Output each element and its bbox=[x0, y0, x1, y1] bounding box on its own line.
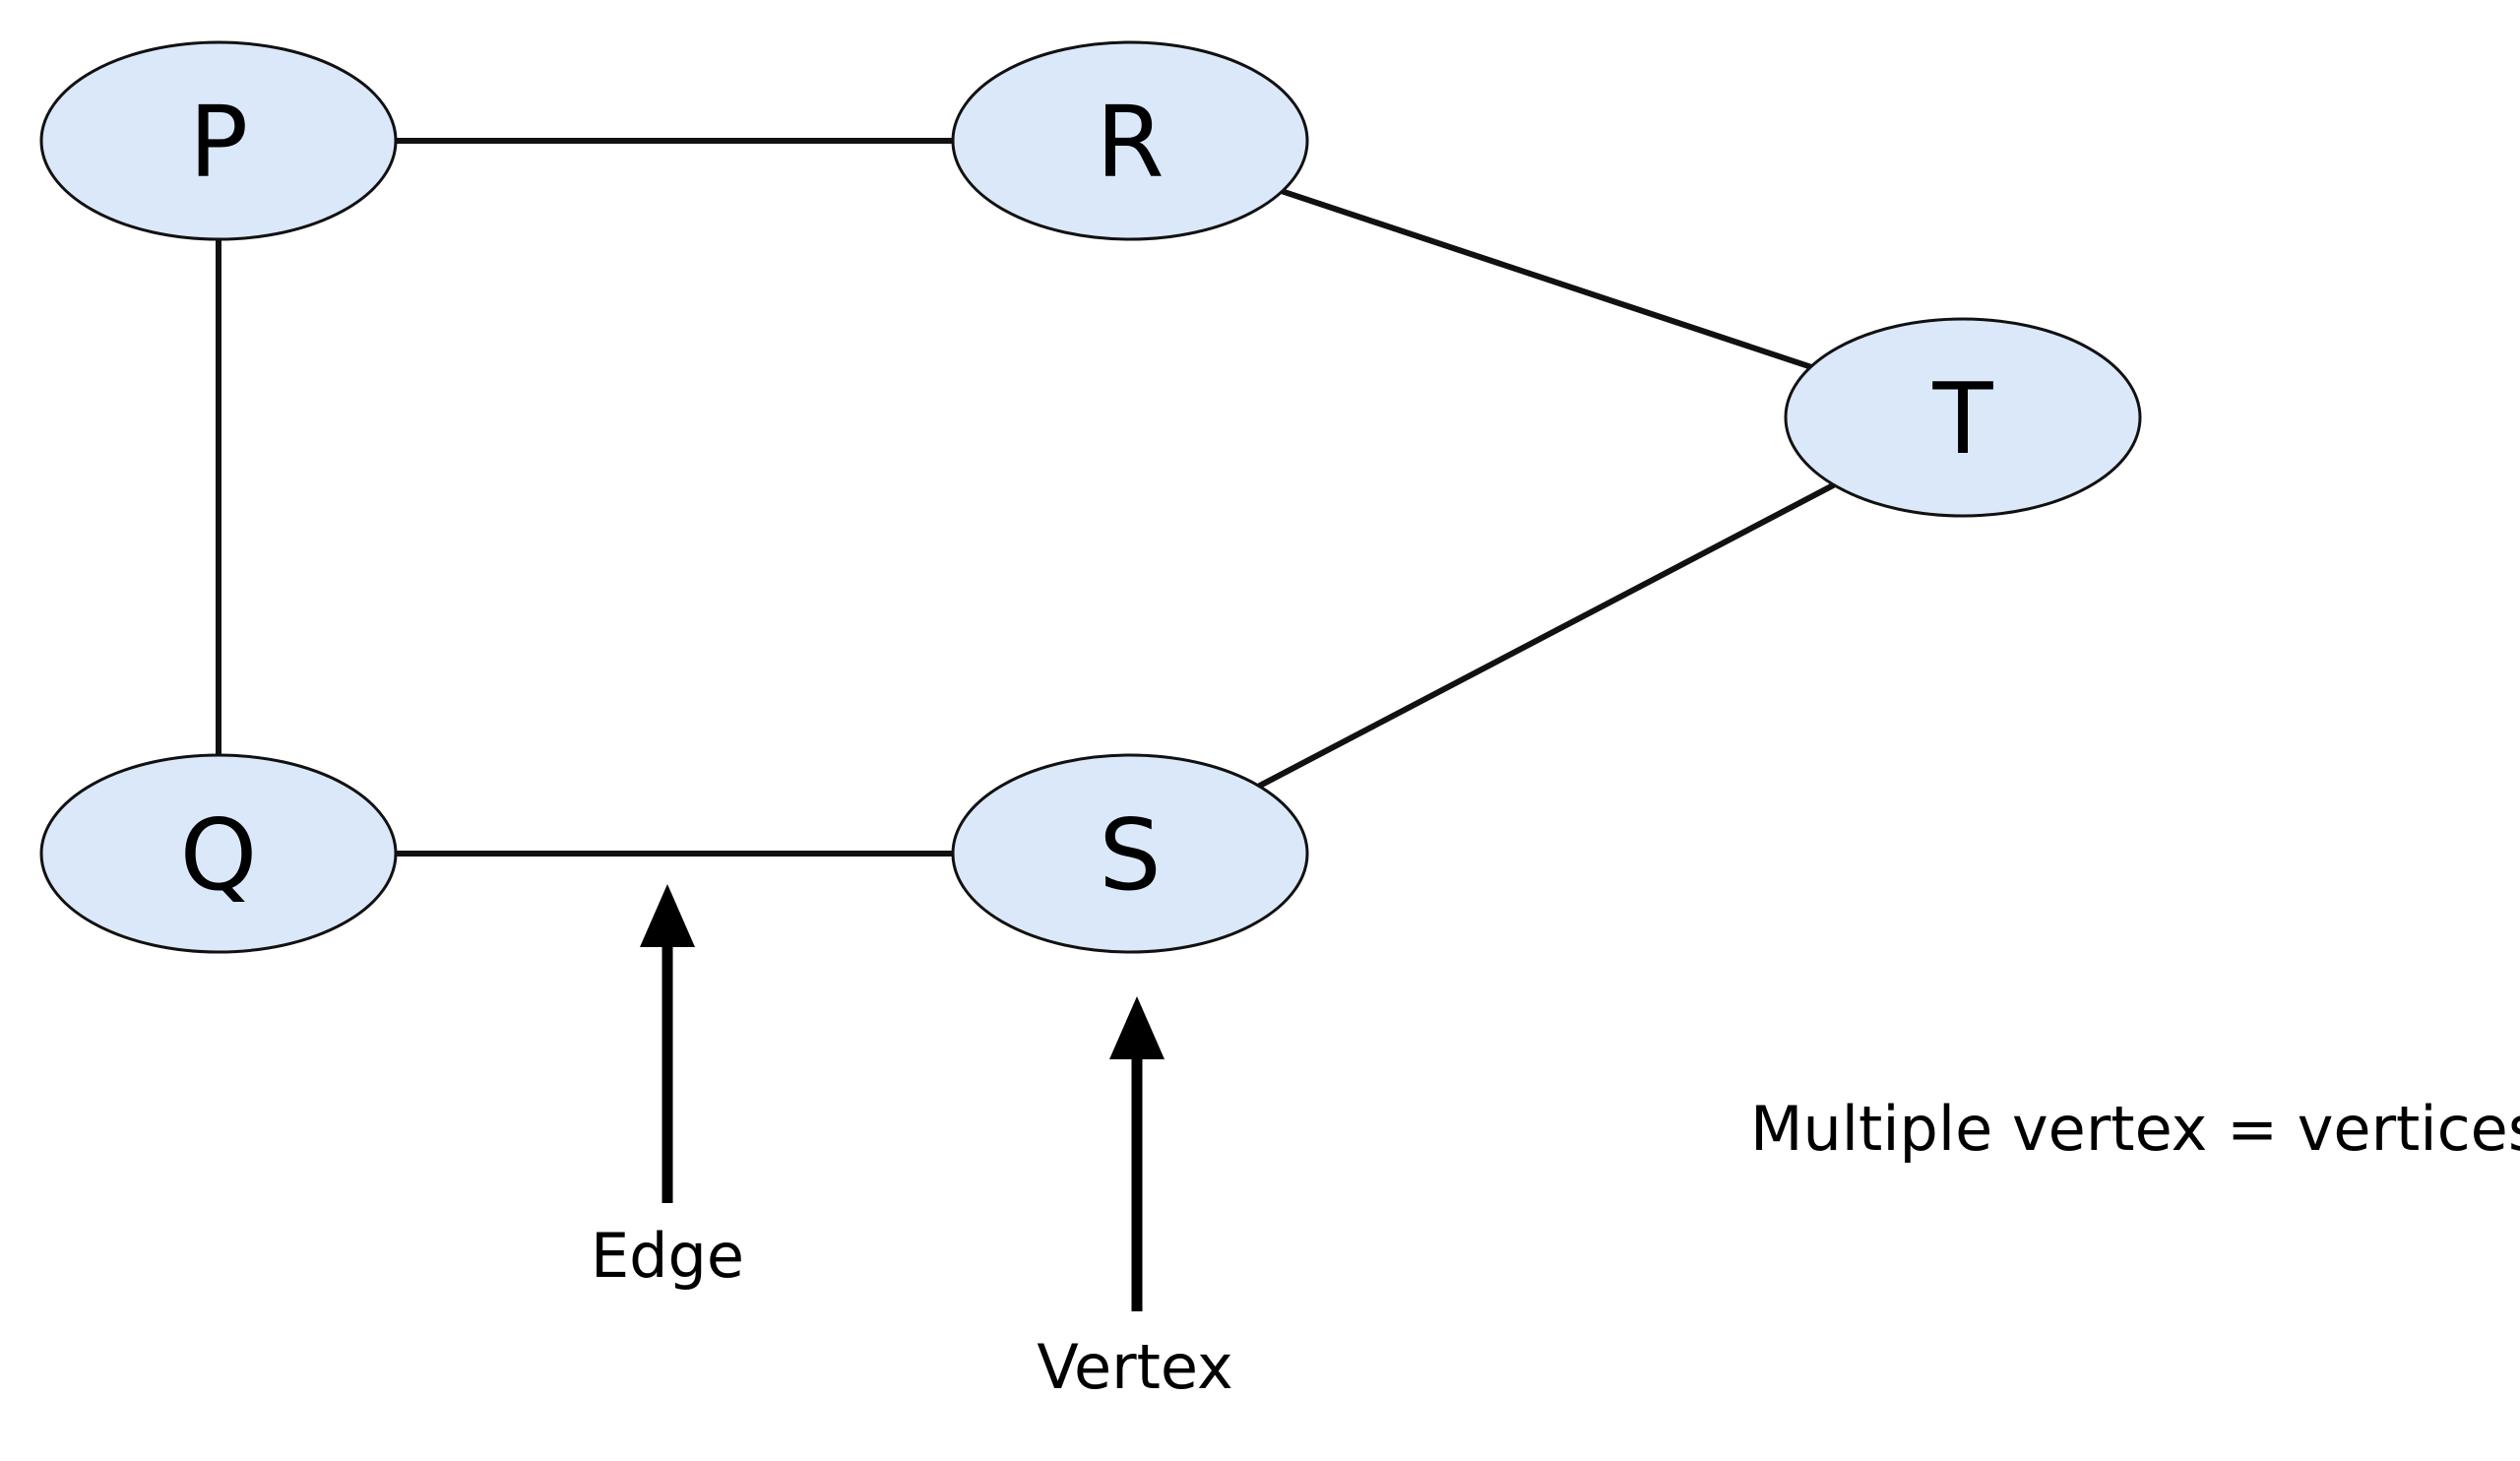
vertex-annotation-label: Vertex bbox=[1037, 1331, 1232, 1403]
edges-layer bbox=[216, 138, 1836, 857]
vertex-s-label: S bbox=[1099, 797, 1161, 913]
vertex-s: S bbox=[951, 753, 1309, 954]
vertex-t-ellipse bbox=[1784, 317, 2142, 518]
vertex-p: P bbox=[39, 40, 398, 241]
vertex-t-label: T bbox=[1931, 361, 1993, 476]
vertex-q: Q bbox=[39, 753, 398, 954]
edge-annotation-label: Edge bbox=[591, 1220, 744, 1292]
vertex-p-label: P bbox=[189, 85, 248, 200]
edge-annotation: Edge bbox=[591, 884, 744, 1292]
vertex-pointer-arrow-head bbox=[1109, 996, 1165, 1059]
vertex-annotation: Vertex bbox=[1037, 996, 1233, 1403]
edge-s-t bbox=[1257, 481, 1836, 790]
edge-r-t bbox=[1281, 188, 1812, 370]
edge-pointer-arrow-head bbox=[640, 884, 695, 947]
nodes-layer: P R T Q S bbox=[39, 40, 2142, 954]
vertex-q-ellipse bbox=[39, 753, 398, 954]
vertices-note: Multiple vertex = vertices bbox=[1750, 1093, 2520, 1165]
vertex-r-ellipse bbox=[951, 40, 1309, 241]
vertex-r: R bbox=[951, 40, 1309, 241]
vertex-p-ellipse bbox=[39, 40, 398, 241]
vertex-s-ellipse bbox=[951, 753, 1309, 954]
vertex-t: T bbox=[1784, 317, 2142, 518]
vertex-r-label: R bbox=[1096, 85, 1164, 200]
vertex-q-label: Q bbox=[180, 797, 258, 913]
